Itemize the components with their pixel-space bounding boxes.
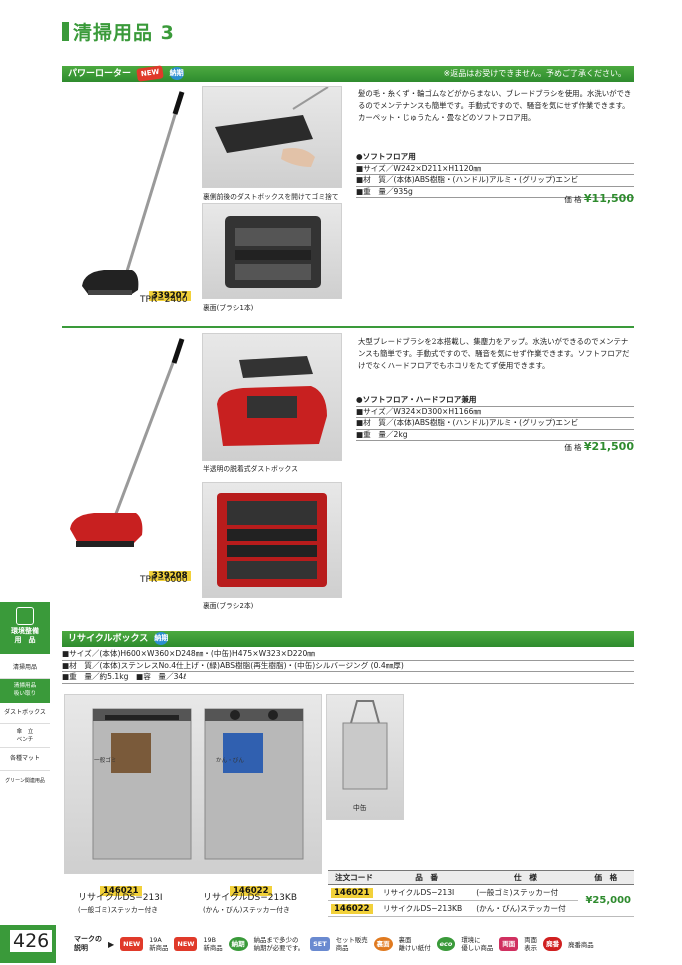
product1-specs: ●ソフトフロア用 ■サイズ／W242×D211×H1120㎜ ■材 質／(本体)… (356, 152, 634, 198)
recycle-box-specs: ■サイズ／(本体)H600×W360×D248㎜・(中缶)H475×W323×D… (62, 649, 634, 684)
size-spec: ■サイズ／W324×D300×H1166㎜ (356, 407, 634, 418)
legend-title: マークの 説明 (74, 935, 102, 952)
product2-specs: ●ソフトフロア・ハードフロア兼用 ■サイズ／W324×D300×H1166㎜ ■… (356, 395, 634, 441)
sidebar-item-mats[interactable]: 各種マット (0, 748, 50, 771)
caption-underside-2brush: 裏面(ブラシ2本) (203, 602, 254, 610)
set-icon: SET (310, 937, 330, 951)
price-ds213: ¥25,000 (577, 884, 634, 917)
section-divider (62, 326, 634, 328)
arrow-right-icon: ▶ (108, 939, 115, 949)
discontinued-icon: 廃番 (543, 937, 563, 951)
photo-dustbox-open (202, 86, 342, 188)
delivery-badge: 納期 (154, 632, 169, 645)
floor-type: ●ソフトフロア・ハードフロア兼用 (356, 395, 634, 407)
price-label: 価 格 (564, 443, 582, 452)
double-sided-icon: 両面 (499, 937, 519, 951)
weight-spec: ■重 量／2kg (356, 430, 634, 441)
price-tpr6000: 価 格 ¥21,500 (530, 440, 634, 453)
weight-capacity-spec: ■重 量／約5.1kg ■容 量／34ℓ (62, 672, 634, 684)
product2-description: 大型ブレードブラシを2本搭載し、集塵力をアップ。水洗いができるのでメンテナンスも… (358, 337, 630, 370)
sidebar-item-suction[interactable]: 清掃用品 吸い取り (0, 679, 50, 703)
order-table-header: 注文コード 品 番 仕 様 価 格 (328, 870, 634, 885)
material-spec: ■材 質／(本体)ABS樹脂・(ハンドル)アルミ・(グリップ)エンビ (356, 418, 634, 430)
price-value: ¥21,500 (583, 440, 634, 453)
photo-dustbox-removable (202, 333, 342, 461)
size-spec: ■サイズ／W242×D211×H1120㎜ (356, 164, 634, 175)
product1-description: 髪の毛・糸くず・輪ゴムなどがからまない、ブレードブラシを使用。水洗いができるので… (358, 89, 632, 122)
return-notice: ※返品はお受けできません。予めご了承ください。 (443, 69, 626, 78)
delivery-badge: 納期 (169, 67, 184, 80)
product-code-339207: 339207 (149, 283, 191, 302)
section-title: パワーローター (68, 69, 132, 79)
product-code-146022: 146022 (230, 878, 272, 897)
sidebar-category: 環境整備 用 品 (0, 602, 50, 654)
price-tpr2400: 価 格 ¥11,500 (530, 192, 634, 205)
caption-dustbox-open: 裏側前後のダストボックスを開けてゴミ捨て (203, 193, 339, 201)
caption-underside-1brush: 裏面(ブラシ1本) (203, 304, 254, 312)
sticker-general-label: 一般ゴミ (94, 758, 117, 764)
delivery-icon: 納期 (228, 937, 248, 951)
section-title: リサイクルボックス (68, 634, 149, 644)
photo-inner-can (326, 694, 404, 820)
floor-type: ●ソフトフロア用 (356, 152, 634, 164)
order-table: 注文コード 品 番 仕 様 価 格 146021 リサイクルDS−213I (一… (328, 870, 634, 917)
caption-inner-can: 中缶 (353, 804, 367, 812)
sidebar-item-dustbox[interactable]: ダストボックス (0, 703, 50, 724)
product-code-339208: 339208 (149, 563, 191, 582)
section-header-power-rotor: パワーローター NEW 納期 ※返品はお受けできません。予めご了承ください。 (62, 65, 634, 82)
page-title: 清掃用品 3 (62, 18, 175, 45)
sidebar-item-umbrella-bench[interactable]: 傘 立 ベンチ (0, 724, 50, 748)
caption-ds213kb: (かん・びん)ステッカー付き (203, 906, 290, 914)
size-spec: ■サイズ／(本体)H600×W360×D248㎜・(中缶)H475×W323×D… (62, 649, 634, 661)
table-row: 146021 リサイクルDS−213I (一般ゴミ)ステッカー付 ¥25,000 (328, 884, 634, 917)
legend: マークの 説明 ▶ NEW 19A 新商品 NEW 19B 新商品 納期 納品ま… (74, 935, 594, 952)
sidebar-item-green[interactable]: グリーン関連用品 (5, 778, 45, 784)
new-badge: NEW (136, 65, 165, 82)
sidebar-item-cleaning[interactable]: 清掃用品 (0, 658, 50, 679)
table-row: 146022 リサイクルDS−213KB (かん・びん)ステッカー付 (328, 900, 634, 917)
product-model-tpr6000: TPR−6000 (140, 575, 188, 585)
eco-icon: eco (436, 937, 456, 951)
photo-underside-1brush (202, 203, 342, 299)
section-header-recycle-box: リサイクルボックス 納期 (62, 631, 634, 647)
price-value: ¥11,500 (583, 192, 634, 205)
backing-paper-icon: 裏面 (373, 937, 393, 951)
page-number: 426 (10, 930, 53, 952)
sidebar-nav: 清掃用品 清掃用品 吸い取り ダストボックス 傘 立 ベンチ 各種マット グリー… (0, 658, 50, 791)
environment-icon (16, 607, 34, 625)
photo-recycle-boxes (64, 694, 322, 874)
product-model-ds213kb: リサイクルDS−213KB (203, 893, 297, 903)
caption-dustbox-removable: 半透明の脱着式ダストボックス (203, 465, 298, 473)
sticker-cans-label: かん・びん (216, 758, 244, 764)
new-icon: NEW (120, 937, 144, 951)
product-model-tpr2400: TPR−2400 (140, 295, 188, 305)
product-model-ds213i: リサイクルDS−213I (78, 893, 163, 903)
product-image-tpr2400 (74, 86, 200, 316)
product-code-146021: 146021 (100, 878, 142, 897)
new-icon: NEW (174, 937, 198, 951)
price-label: 価 格 (564, 195, 582, 204)
photo-underside-2brush (202, 482, 342, 598)
weight-spec: ■重 量／935g (356, 187, 634, 198)
material-spec: ■材 質／(本体)ステンレスNo.4仕上げ・(緑)ABS樹脂(再生樹脂)・(中缶… (62, 661, 634, 672)
product-image-tpr6000 (64, 333, 196, 563)
caption-ds213i: (一般ゴミ)ステッカー付き (78, 906, 159, 914)
material-spec: ■材 質／(本体)ABS樹脂・(ハンドル)アルミ・(グリップ)エンビ (356, 175, 634, 187)
